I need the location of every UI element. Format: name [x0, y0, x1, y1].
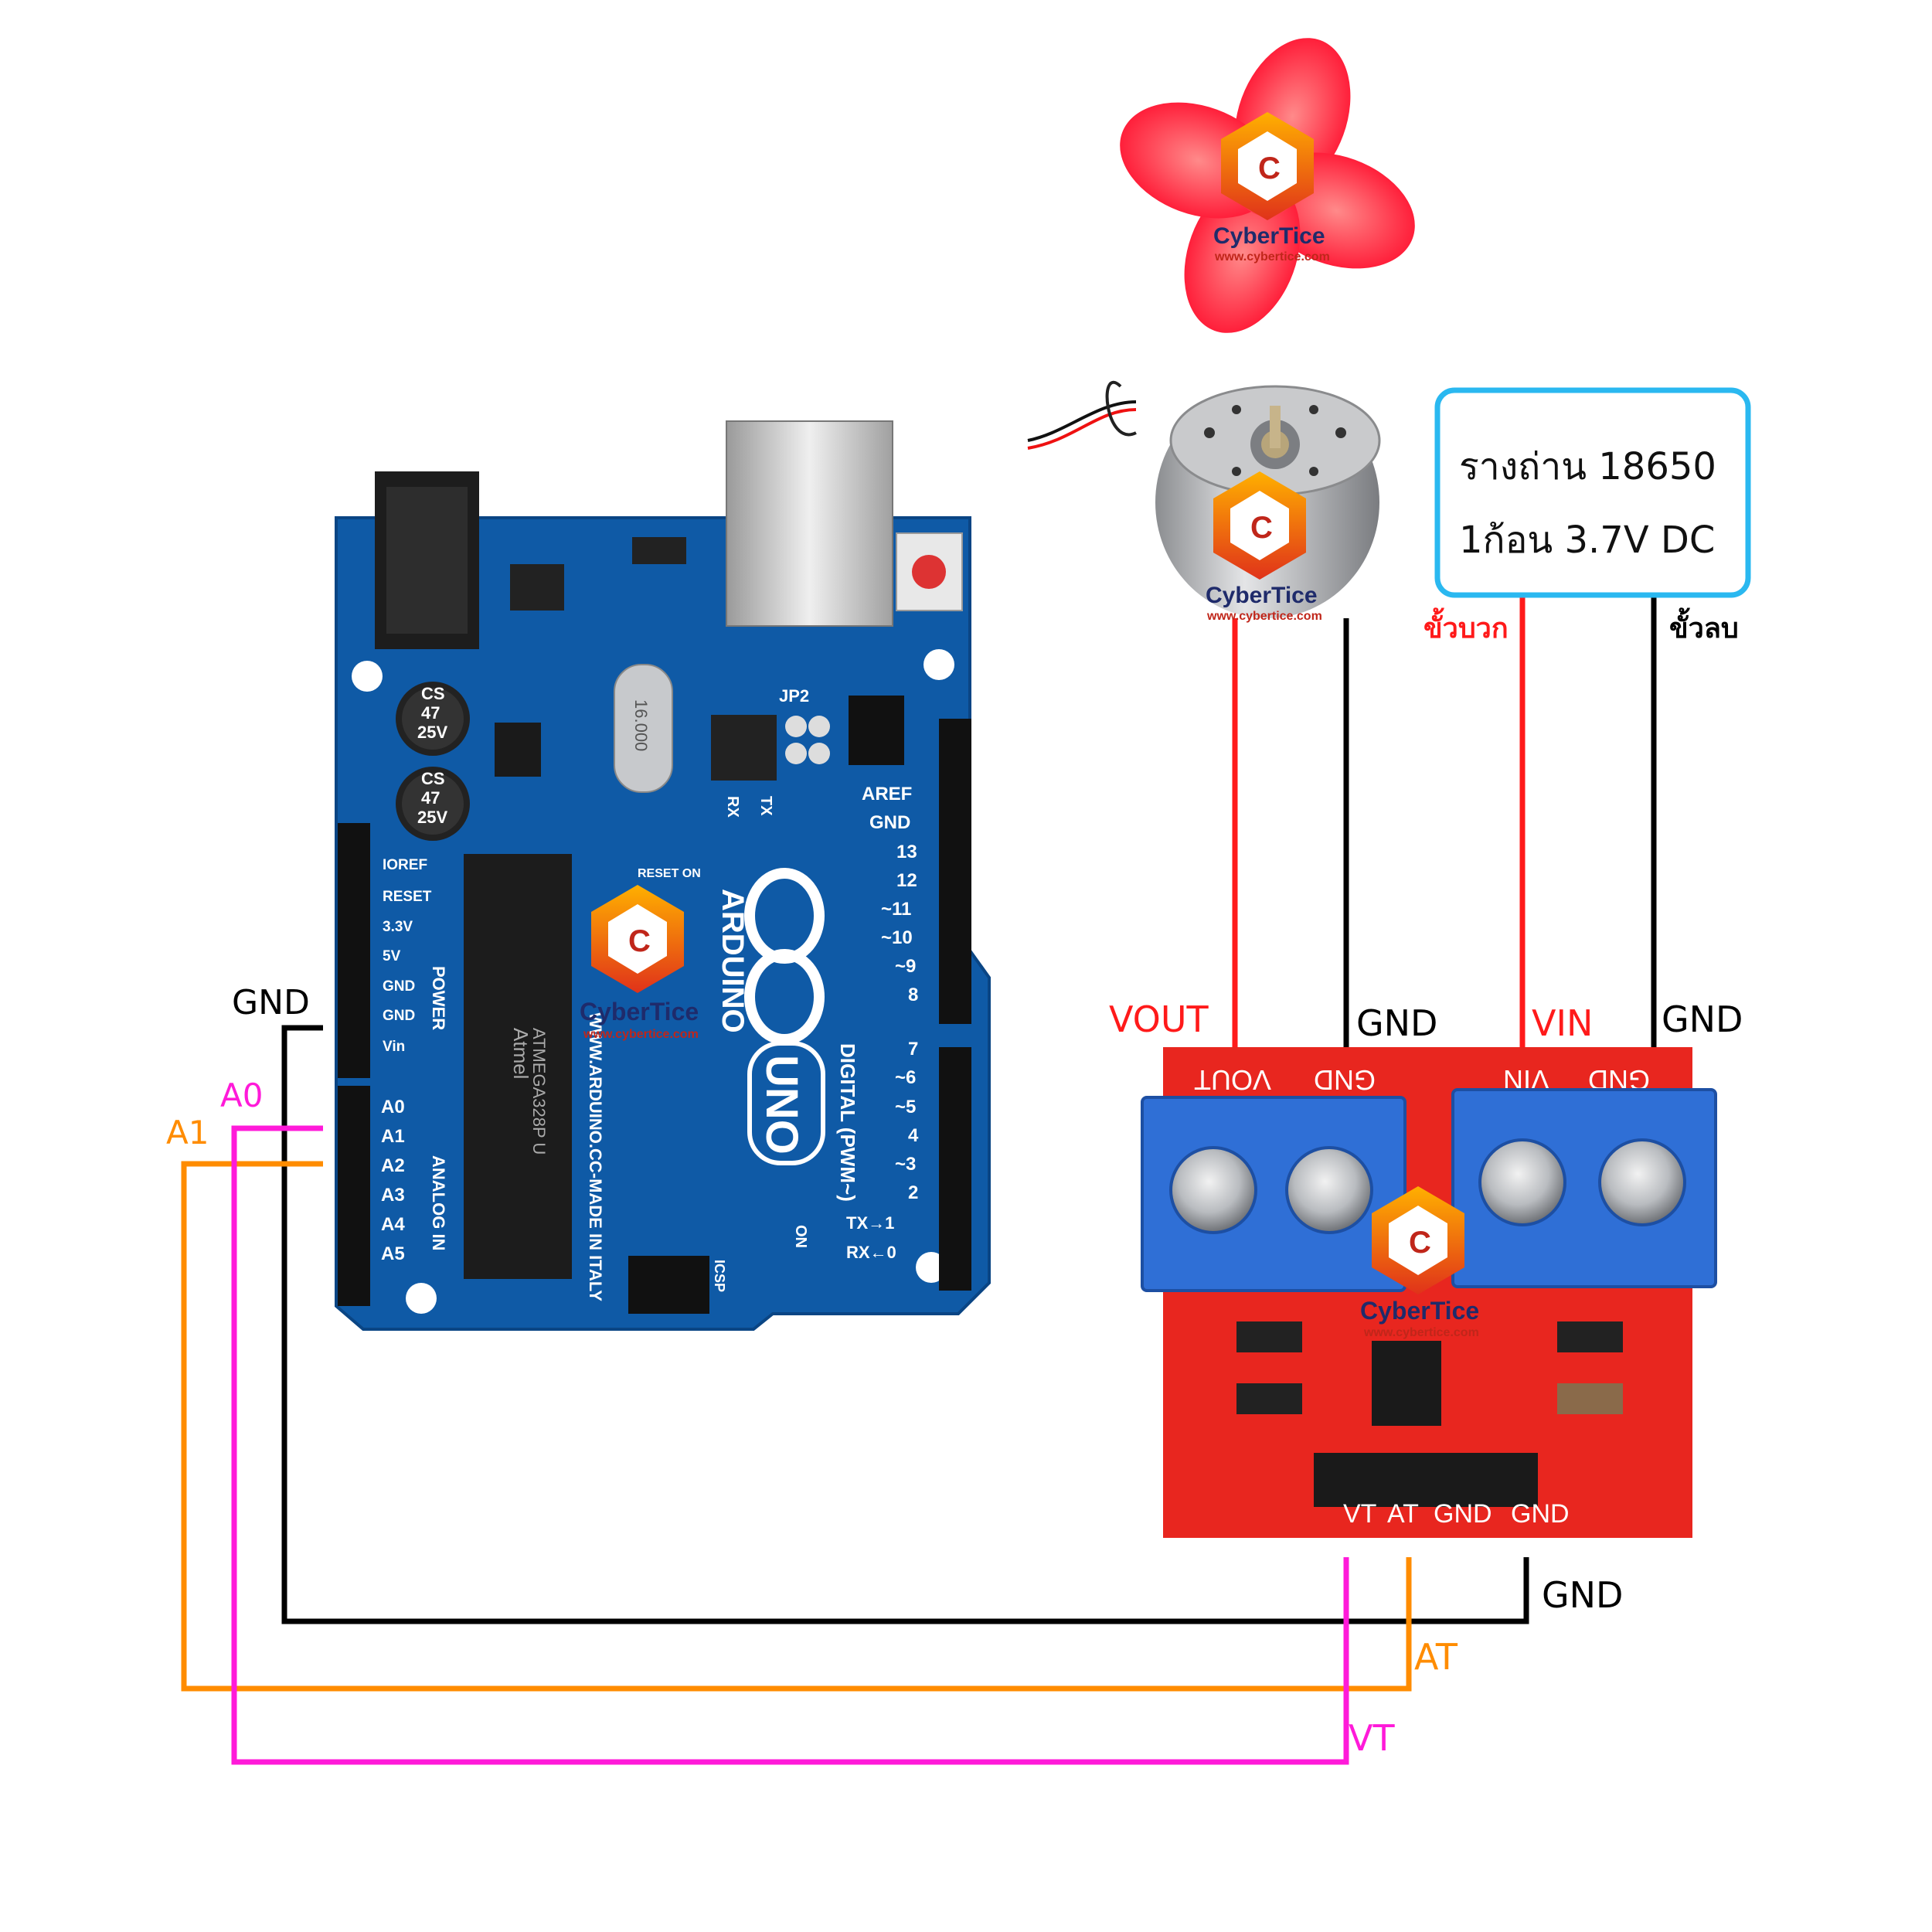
watermark-name-arduino: CyberTice	[580, 998, 699, 1026]
icsp-label: ICSP	[712, 1260, 727, 1292]
module-term-vout: VOUT	[1194, 1064, 1271, 1096]
pin-3v3: 3.3V	[383, 919, 413, 935]
arduino-madein: WWW.ARDUINO.CC-MADE IN ITALY	[586, 1012, 605, 1301]
pin-aref: AREF	[862, 784, 912, 804]
pin-9: ~9	[895, 956, 916, 977]
watermark-logo-module: C CyberTice www.cybertice.com	[1360, 1186, 1479, 1339]
label-gnd-battery: GND	[1662, 998, 1743, 1040]
battery-line2: 1ก้อน 3.7V DC	[1459, 519, 1715, 562]
svg-text:C: C	[1409, 1226, 1431, 1260]
watermark-url-fan: www.cybertice.com	[1214, 250, 1330, 264]
pin-a3: A3	[381, 1185, 405, 1206]
reset-on-label: RESET ON	[638, 867, 701, 880]
label-arduino-a0: A0	[220, 1077, 263, 1114]
label-arduino-a1: A1	[166, 1114, 209, 1151]
pin-8: 8	[908, 985, 918, 1005]
cap1-text-1: CS	[421, 684, 445, 703]
svg-text:C: C	[1250, 511, 1273, 545]
cap2-text-1: CS	[421, 769, 445, 788]
cap2-text-2: 47	[421, 788, 440, 808]
watermark-logo-arduino: C CyberTice www.cybertice.com	[580, 885, 699, 1041]
arduino-model: UNO	[757, 1055, 807, 1155]
pin-13: 13	[896, 842, 917, 862]
label-bottom-vt: VT	[1349, 1717, 1395, 1759]
cap2-text-3: 25V	[417, 808, 447, 827]
power-pin-labels: IOREF RESET 3.3V 5V GND GND Vin	[383, 857, 432, 1055]
chip-text: ATMEGA328P U	[529, 1028, 549, 1155]
tx-label: TX	[757, 796, 774, 816]
module-pin-at: AT	[1387, 1499, 1419, 1529]
arduino-logo	[744, 868, 825, 1045]
watermark-url-module: www.cybertice.com	[1363, 1326, 1479, 1339]
pin-a1: A1	[381, 1126, 405, 1147]
pin-10: ~10	[881, 927, 913, 948]
pin-5: ~5	[895, 1097, 916, 1117]
watermark-logo-fan: C CyberTice www.cybertice.com	[1213, 112, 1330, 264]
dc-motor	[1027, 380, 1381, 618]
module-pin-vt: VT	[1343, 1499, 1376, 1529]
label-arduino-gnd: GND	[232, 983, 310, 1022]
label-bottom-at: AT	[1414, 1636, 1458, 1678]
pin-gnd-2: GND	[383, 1008, 415, 1024]
arduino-uno-board: CS 47 25V CS 47 25V 16.000 Atmel ATMEGA3…	[335, 420, 991, 1331]
jp2-label: JP2	[779, 686, 809, 706]
pin-a5: A5	[381, 1243, 405, 1264]
pin-7: 7	[908, 1039, 918, 1060]
wire-gnd-arduino	[281, 1025, 1529, 1624]
wire-a0-vt	[231, 1125, 1349, 1765]
pin-12: 12	[896, 870, 917, 891]
pin-rx0: RX←0	[846, 1243, 896, 1262]
svg-text:C: C	[1258, 151, 1281, 185]
wire-a1-at	[181, 1161, 1412, 1692]
analog-header-label: ANALOG IN	[429, 1155, 448, 1250]
arduino-brand: ARDUINO	[716, 889, 750, 1033]
label-vout: VOUT	[1109, 998, 1209, 1040]
pin-tx1: TX→1	[846, 1213, 894, 1233]
cap1-text-3: 25V	[417, 723, 447, 742]
digital-header-label: DIGITAL (PWM~)	[836, 1043, 859, 1202]
pin-a4: A4	[381, 1214, 405, 1235]
rx-label: RX	[724, 796, 741, 818]
watermark-logo-motor: C CyberTice www.cybertice.com	[1206, 471, 1322, 623]
pin-3: ~3	[895, 1154, 916, 1175]
pin-reset: RESET	[383, 889, 432, 905]
pin-4: 4	[908, 1125, 919, 1146]
watermark-name-motor: CyberTice	[1206, 583, 1318, 608]
module-pin-gnd1: GND	[1434, 1499, 1492, 1529]
pin-6: ~6	[895, 1067, 916, 1088]
watermark-name-fan: CyberTice	[1213, 223, 1325, 249]
pin-a0: A0	[381, 1097, 405, 1117]
label-bottom-gnd: GND	[1542, 1574, 1623, 1616]
label-vin: VIN	[1532, 1002, 1593, 1044]
chip-brand: Atmel	[509, 1028, 532, 1079]
digital-pin-labels: AREF GND 13 12 ~11 ~10 ~9 8 7 ~6 ~5 4 ~3…	[846, 784, 919, 1262]
wires	[181, 595, 1657, 1765]
pin-vin: Vin	[383, 1039, 405, 1055]
svg-text:C: C	[628, 924, 651, 958]
pin-11: ~11	[881, 899, 911, 920]
battery-negative-label: ขั้วลบ	[1669, 607, 1739, 645]
power-header-label: POWER	[429, 966, 448, 1030]
analog-pin-labels: A0 A1 A2 A3 A4 A5	[381, 1097, 405, 1264]
label-gnd-motor: GND	[1356, 1002, 1437, 1044]
module-term-gnd1: GND	[1314, 1064, 1376, 1096]
pin-2: 2	[908, 1182, 918, 1203]
crystal-text: 16.000	[631, 699, 651, 751]
watermark-url-arduino: www.cybertice.com	[583, 1028, 699, 1041]
cap1-text-2: 47	[421, 703, 440, 723]
module-pin-gnd2: GND	[1511, 1499, 1570, 1529]
battery-line1: รางถ่าน 18650	[1459, 445, 1716, 488]
watermark-name-module: CyberTice	[1360, 1297, 1479, 1325]
pin-gnd-d: GND	[869, 812, 910, 833]
pin-5v: 5V	[383, 948, 401, 964]
on-label: ON	[792, 1225, 809, 1248]
pin-gnd-1: GND	[383, 978, 415, 995]
watermark-url-motor: www.cybertice.com	[1206, 610, 1322, 623]
battery-holder: รางถ่าน 18650 1ก้อน 3.7V DC	[1434, 387, 1751, 598]
pin-ioref: IOREF	[383, 857, 427, 873]
pin-a2: A2	[381, 1155, 405, 1176]
voltage-current-module: VOUT GND VIN GND VT AT GND GND	[1141, 1047, 1717, 1538]
battery-positive-label: ขั้วบวก	[1423, 607, 1509, 645]
